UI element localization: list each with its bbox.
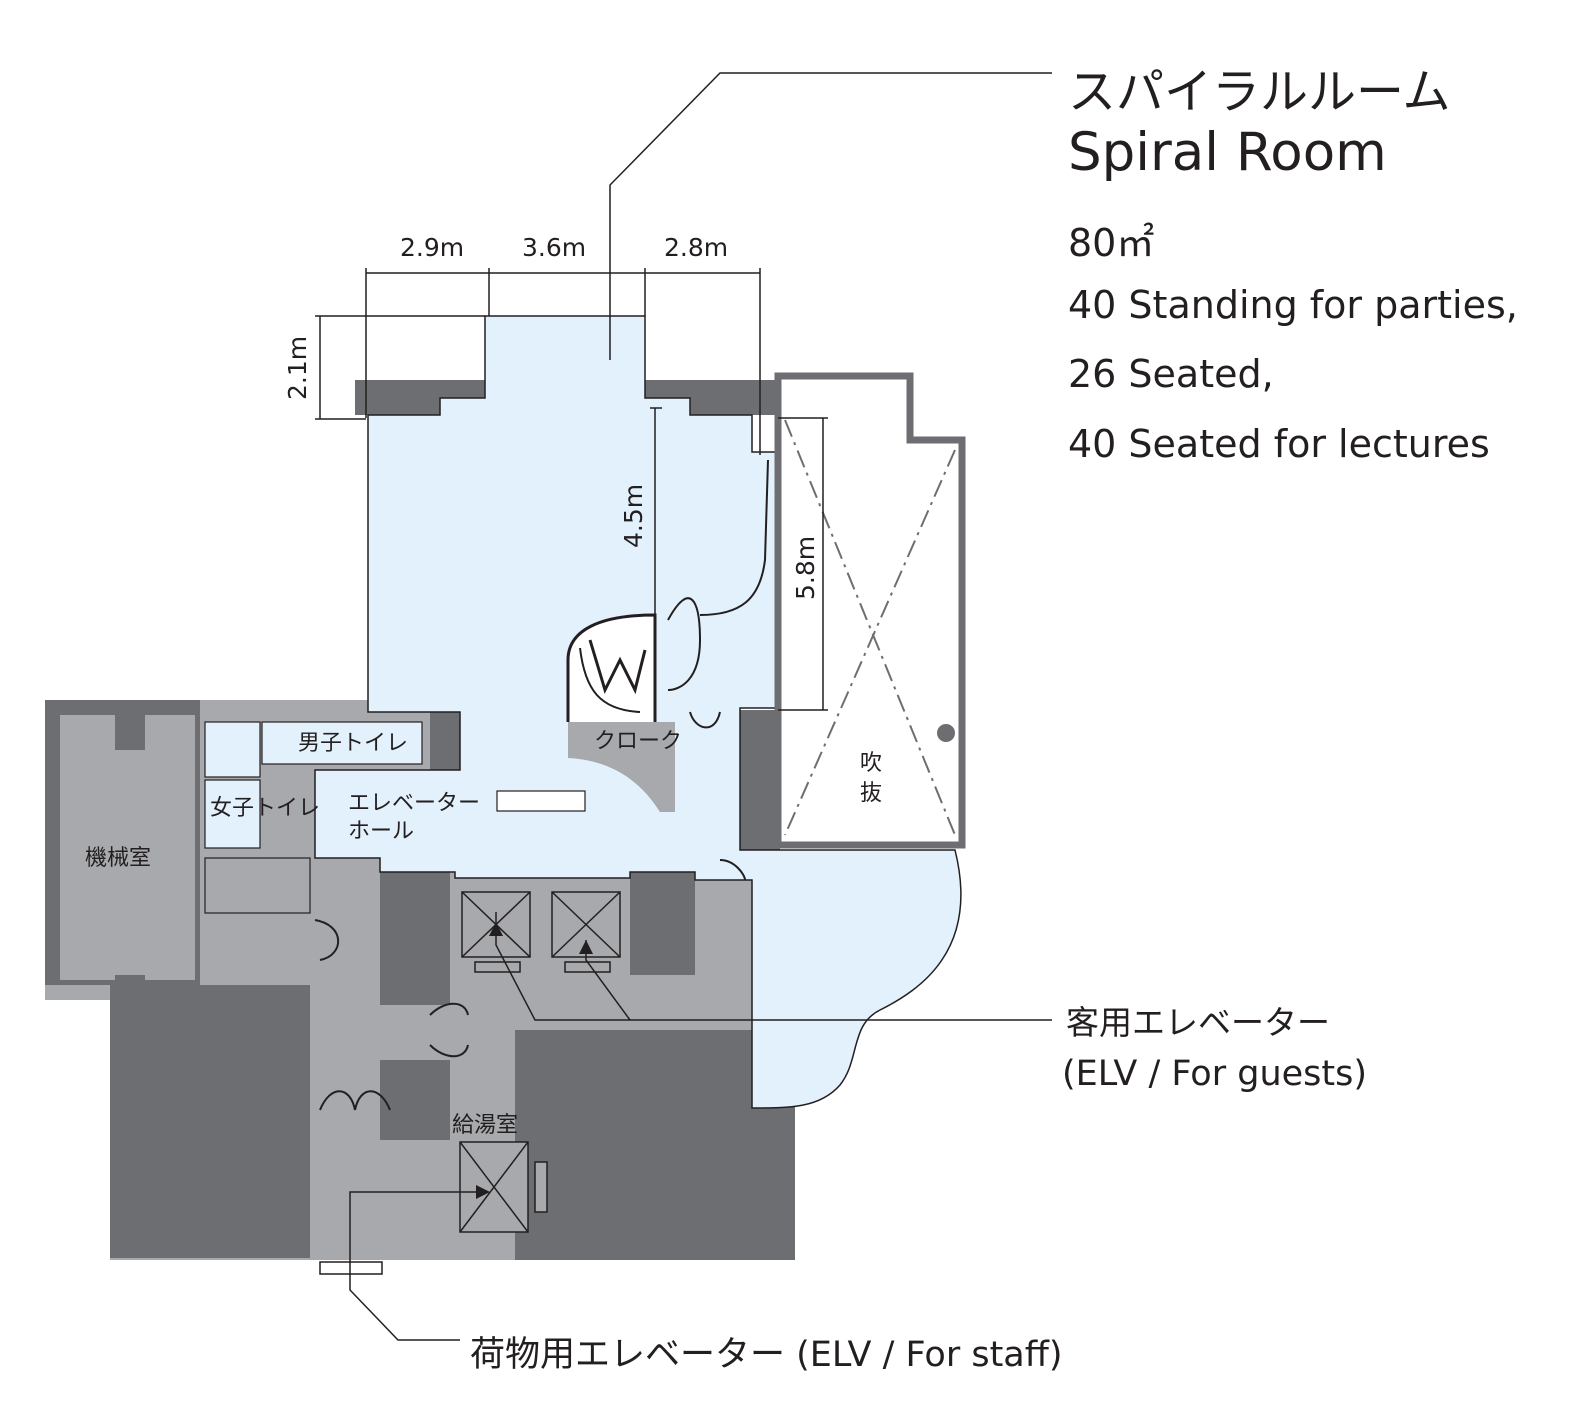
door-arcs [314, 459, 769, 1111]
label-machine-room: 機械室 [85, 846, 151, 871]
room-area: 80㎡ [1068, 221, 1155, 265]
room-title-english: Spiral Room [1068, 122, 1387, 183]
dim-width-center: 3.6m [522, 233, 586, 262]
room-title-japanese: スパイラルルーム [1068, 64, 1451, 120]
guest-elevator-label-ja: 客用エレベーター [1066, 1003, 1330, 1042]
label-cloak: クローク [594, 729, 682, 754]
toilet-areas [204, 721, 423, 914]
label-kitchenette: 給湯室 [452, 1113, 518, 1138]
dim-void-depth: 5.8m [791, 536, 820, 600]
label-elevator-hall-2: ホール [348, 819, 414, 844]
label-void-1: 吹 [860, 751, 882, 776]
void-atrium [774, 372, 966, 849]
label-mens-toilet: 男子トイレ [298, 731, 408, 756]
label-womens-toilet: 女子トイレ [210, 796, 320, 821]
wall-blocks [45, 380, 795, 1260]
label-elevator-hall-1: エレベーター [348, 791, 480, 816]
dim-inner-depth: 4.5m [619, 484, 648, 548]
cloak-room [566, 613, 675, 812]
guest-elevator-label-en: (ELV / For guests) [1062, 1054, 1368, 1094]
arrow-heads [476, 922, 593, 1199]
capacity-lectures: 40 Seated for lectures [1068, 422, 1490, 466]
label-void-2: 抜 [860, 781, 882, 806]
dim-alcove-depth: 2.1m [283, 336, 312, 400]
dim-width-right: 2.8m [664, 233, 728, 262]
hall-counter [496, 790, 586, 812]
staff-elevator-label: 荷物用エレベーター (ELV / For staff) [470, 1335, 1063, 1375]
dimension-lines [315, 268, 828, 711]
dim-width-left: 2.9m [400, 233, 464, 262]
capacity-seated: 26 Seated, [1068, 352, 1274, 396]
capacity-standing: 40 Standing for parties, [1068, 283, 1518, 327]
staff-elevator [319, 1141, 548, 1275]
